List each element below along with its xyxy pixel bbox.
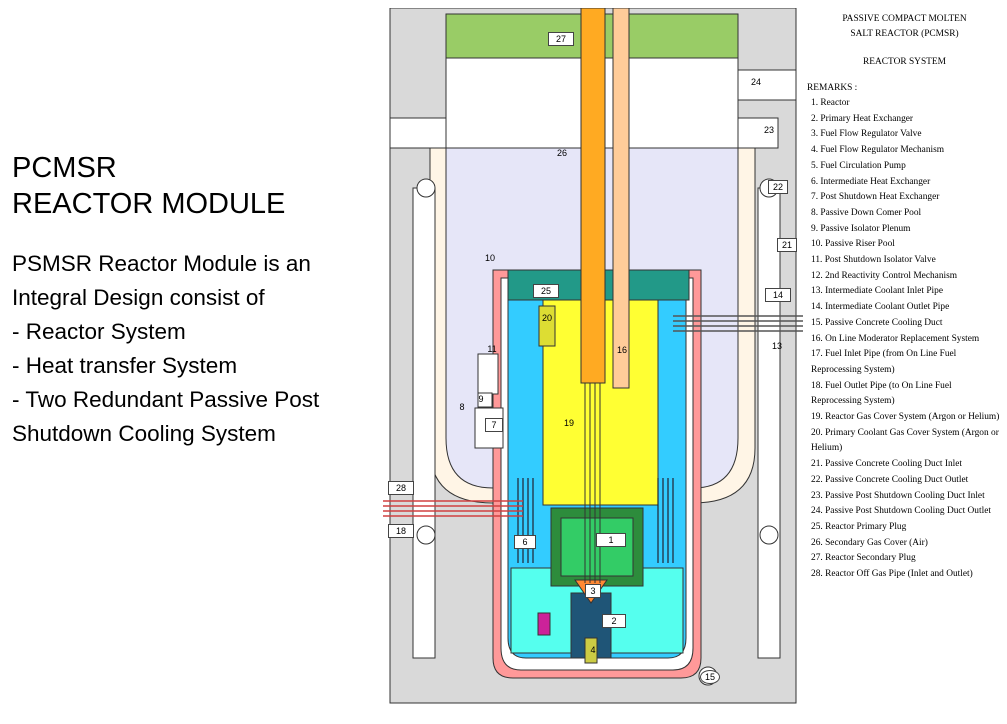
remark-item: 17. Fuel Inlet Pipe (from On Line Fuel R…	[811, 349, 957, 375]
label-28: 28	[388, 481, 414, 495]
remark-item: 20. Primary Coolant Gas Cover System (Ar…	[811, 427, 999, 454]
label-13: 13	[771, 341, 782, 351]
module-title-line2: REACTOR MODULE	[12, 188, 286, 220]
remark-item: 5. Fuel Circulation Pump	[811, 160, 906, 171]
lead-text: PSMSR Reactor Module is an Integral Desi…	[12, 251, 311, 310]
gas-cover-20	[538, 305, 556, 347]
remark-item: 26. Secondary Gas Cover (Air)	[811, 537, 928, 548]
reactor-core	[560, 517, 634, 577]
label-20: 20	[541, 313, 552, 323]
remark-item: 22. Passive Concrete Cooling Duct Outlet	[811, 474, 969, 485]
label-25: 25	[533, 284, 559, 298]
module-title-line1: PCMSR	[12, 152, 117, 184]
off-gas-pipes	[383, 500, 523, 517]
remark-item: 8. Passive Down Comer Pool	[811, 207, 922, 218]
label-11: 11	[487, 344, 497, 354]
label-23: 23	[763, 125, 774, 135]
label-18: 18	[388, 524, 414, 538]
label-3: 3	[585, 584, 601, 598]
moderator-replacement-pipe	[612, 8, 630, 389]
system-item: - Two Redundant Passive Post Shutdown Co…	[12, 387, 320, 446]
remark-item: 7. Post Shutdown Heat Exchanger	[811, 192, 940, 203]
remark-item: 24. Passive Post Shutdown Cooling Duct O…	[811, 506, 991, 517]
remark-item: 10. Passive Riser Pool	[811, 239, 895, 250]
remark-item: 3. Fuel Flow Regulator Valve	[811, 129, 922, 140]
legend-subtitle: REACTOR SYSTEM	[863, 57, 946, 67]
label-2: 2	[602, 614, 626, 628]
legend-title-line1: PASSIVE COMPACT MOLTEN	[842, 14, 967, 24]
fuel-rod-bundle	[584, 383, 601, 583]
remark-item: 4. Fuel Flow Regulator Mechanism	[811, 145, 945, 156]
fuel-inlet-pipe	[580, 8, 606, 384]
cooling-duct-inlet	[737, 117, 779, 149]
remark-item: 6. Intermediate Heat Exchanger	[811, 176, 931, 187]
module-description: PSMSR Reactor Module is an Integral Desi…	[12, 247, 367, 451]
label-8: 8	[459, 402, 465, 412]
label-9: 9	[478, 394, 484, 404]
remark-item: 21. Passive Concrete Cooling Duct Inlet	[811, 459, 963, 470]
left-duct	[389, 117, 447, 149]
label-27: 27	[548, 32, 574, 46]
remarks-list: 1. Reactor 2. Primary Heat Exchanger 3. …	[807, 96, 1002, 583]
label-7: 7	[485, 418, 503, 432]
legend-title-line2: SALT REACTOR (PCMSR)	[850, 29, 959, 39]
label-14: 14	[765, 288, 791, 302]
remark-item: 9. Passive Isolator Plenum	[811, 223, 911, 234]
label-15: 15	[700, 670, 720, 684]
remark-item: 18. Fuel Outlet Pipe (to On Line Fuel Re…	[811, 380, 952, 407]
left-concrete-duct	[412, 187, 436, 659]
remark-item: 14. Intermediate Coolant Outlet Pipe	[811, 302, 950, 313]
label-10: 10	[484, 253, 495, 263]
description-panel: PCMSR REACTOR MODULE PSMSR Reactor Modul…	[12, 150, 367, 451]
remark-item: 27. Reactor Secondary Plug	[811, 553, 916, 564]
remark-item: 15. Passive Concrete Cooling Duct	[811, 317, 943, 328]
remark-item: 19. Reactor Gas Cover System (Argon or H…	[811, 412, 1000, 423]
reactor-module-diagram	[383, 8, 803, 704]
remark-item: 13. Intermediate Coolant Inlet Pipe	[811, 286, 943, 297]
remark-item: 16. On Line Moderator Replacement System	[811, 333, 980, 344]
duct-bend	[759, 525, 779, 545]
remark-item: 25. Reactor Primary Plug	[811, 521, 907, 532]
remark-item: 23. Passive Post Shutdown Cooling Duct I…	[811, 490, 985, 501]
remark-item: 12. 2nd Reactivity Control Mechanism	[811, 270, 958, 281]
label-22: 22	[768, 180, 788, 194]
isolator-plenum	[477, 392, 493, 408]
label-1: 1	[596, 533, 626, 547]
remark-item: 28. Reactor Off Gas Pipe (Inlet and Outl…	[811, 569, 973, 580]
label-6: 6	[514, 535, 536, 549]
label-21: 21	[777, 238, 797, 252]
label-19: 19	[563, 418, 574, 428]
remark-item: 1. Reactor	[811, 98, 850, 108]
duct-bend	[416, 178, 436, 198]
remarks-label: REMARKS :	[807, 83, 858, 93]
duct-bend	[416, 525, 436, 545]
system-item: - Heat transfer System	[12, 353, 238, 378]
remark-item: 11. Post Shutdown Isolator Valve	[811, 255, 936, 266]
legend-panel: PASSIVE COMPACT MOLTEN SALT REACTOR (PCM…	[807, 12, 1002, 583]
label-16: 16	[616, 345, 627, 355]
isolator-valve	[477, 353, 499, 395]
cooling-duct-outlet	[737, 69, 797, 101]
remark-item: 2. Primary Heat Exchanger	[811, 113, 914, 124]
intermediate-coolant-pipes	[673, 315, 803, 332]
label-4: 4	[590, 645, 596, 655]
system-list: - Reactor System - Heat transfer System …	[12, 315, 367, 451]
circulation-pump	[537, 612, 551, 636]
label-24: 24	[750, 77, 761, 87]
system-item: - Reactor System	[12, 319, 186, 344]
flow-regulator-mechanism	[584, 637, 598, 664]
label-26: 26	[556, 148, 567, 158]
right-concrete-duct	[757, 187, 781, 659]
